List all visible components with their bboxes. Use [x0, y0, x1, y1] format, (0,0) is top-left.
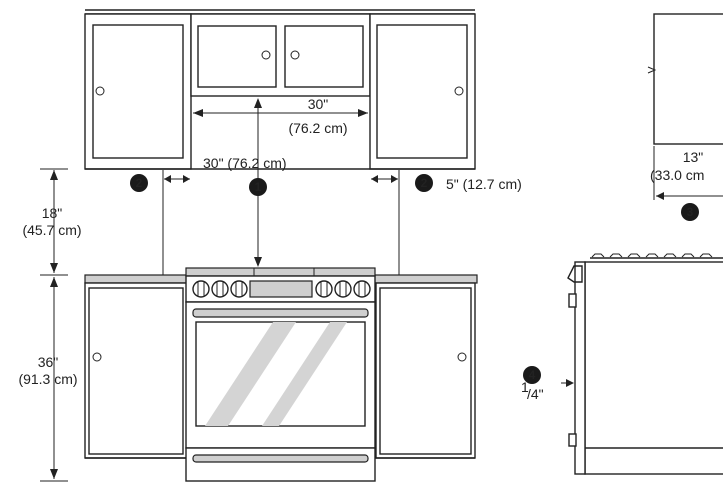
- side-grates: [591, 253, 713, 258]
- center-upper-right-door: [284, 25, 364, 88]
- range-front-edge: [574, 261, 586, 475]
- left-upper-knob: [95, 86, 105, 96]
- left-control-knobs: [192, 280, 248, 298]
- right-upper-cabinet: [369, 13, 476, 170]
- range-front: [185, 267, 376, 482]
- side-cabinet-hinge: [647, 66, 657, 74]
- counter-height-dimension: 36" (91.3 cm): [18, 274, 78, 482]
- center-left-knob: [261, 50, 271, 60]
- svg-text:1: 1: [255, 180, 262, 194]
- side-control-knob: [567, 265, 583, 283]
- callout-1: 1: [249, 178, 267, 196]
- side-handle-bracket-bottom: [568, 433, 577, 447]
- hood-width-metric-label: (76.2 cm): [288, 120, 347, 136]
- center-upper-left-door: [197, 25, 277, 88]
- window-glare-1: [205, 322, 296, 426]
- svg-text:3: 3: [687, 205, 694, 219]
- left-countertop: [84, 274, 190, 284]
- callout-4: 4: [523, 366, 541, 384]
- right-upper-door: [376, 24, 468, 159]
- flush-offset-fraction: /4": [527, 386, 544, 402]
- upper-clearance-label: 18": [42, 205, 63, 221]
- svg-text:2: 2: [136, 176, 143, 190]
- side-view-upper-cabinet: 13" (33.0 cm 3: [647, 13, 723, 221]
- right-upper-knob: [454, 86, 464, 96]
- right-countertop: [372, 274, 478, 284]
- left-upper-cabinet: [84, 13, 192, 170]
- left-upper-door: [92, 24, 184, 159]
- right-lower-knob: [457, 352, 467, 362]
- left-lower-knob: [92, 352, 102, 362]
- side-clearance-right: 2 5" (12.7 cm): [371, 170, 522, 275]
- cabinet-depth-label: 13": [683, 149, 704, 165]
- opening-width-dimension: 30" (76.2 cm) 1: [203, 98, 287, 267]
- range-side-body: [584, 261, 723, 475]
- cabinet-depth-metric-label: (33.0 cm: [650, 167, 704, 183]
- upper-cabinets: [84, 9, 476, 170]
- center-right-knob: [290, 50, 300, 60]
- opening-width-label: 30" (76.2 cm): [203, 155, 287, 171]
- callout-2-right: 2: [415, 174, 433, 192]
- drawer-handle: [192, 454, 369, 463]
- callout-2-left: 2: [130, 174, 148, 192]
- side-clearance-left: 2: [130, 170, 190, 275]
- svg-text:4: 4: [529, 368, 536, 382]
- side-handle-bracket-top: [568, 293, 577, 308]
- hood-width-label: 30": [308, 96, 329, 112]
- range-cooktop: [185, 267, 376, 277]
- range-display: [249, 280, 313, 298]
- right-lower-door: [379, 287, 472, 455]
- side-clearance-label: 5" (12.7 cm): [446, 176, 522, 192]
- left-lower-cabinet: [84, 282, 188, 459]
- warming-drawer: [185, 447, 376, 482]
- svg-text:2: 2: [421, 176, 428, 190]
- lower-cabinets: [84, 274, 478, 459]
- center-upper-cabinet: [190, 13, 371, 97]
- window-glare-2: [262, 322, 347, 426]
- counter-height-label: 36": [38, 354, 59, 370]
- right-lower-cabinet: [375, 282, 476, 459]
- side-view-range: 4 1 /4": [521, 253, 723, 475]
- flush-offset-whole: 1: [521, 379, 529, 395]
- oven-handle: [192, 308, 369, 318]
- right-control-knobs: [315, 280, 371, 298]
- hood-width-dimension: 30" (76.2 cm): [193, 96, 368, 136]
- upper-clearance-metric-label: (45.7 cm): [22, 222, 81, 238]
- side-cabinet-profile: [653, 13, 723, 145]
- callout-3: 3: [681, 203, 699, 221]
- left-lower-door: [88, 287, 184, 455]
- upper-clearance-dimension: 18" (45.7 cm): [22, 168, 82, 273]
- counter-height-metric-label: (91.3 cm): [18, 371, 77, 387]
